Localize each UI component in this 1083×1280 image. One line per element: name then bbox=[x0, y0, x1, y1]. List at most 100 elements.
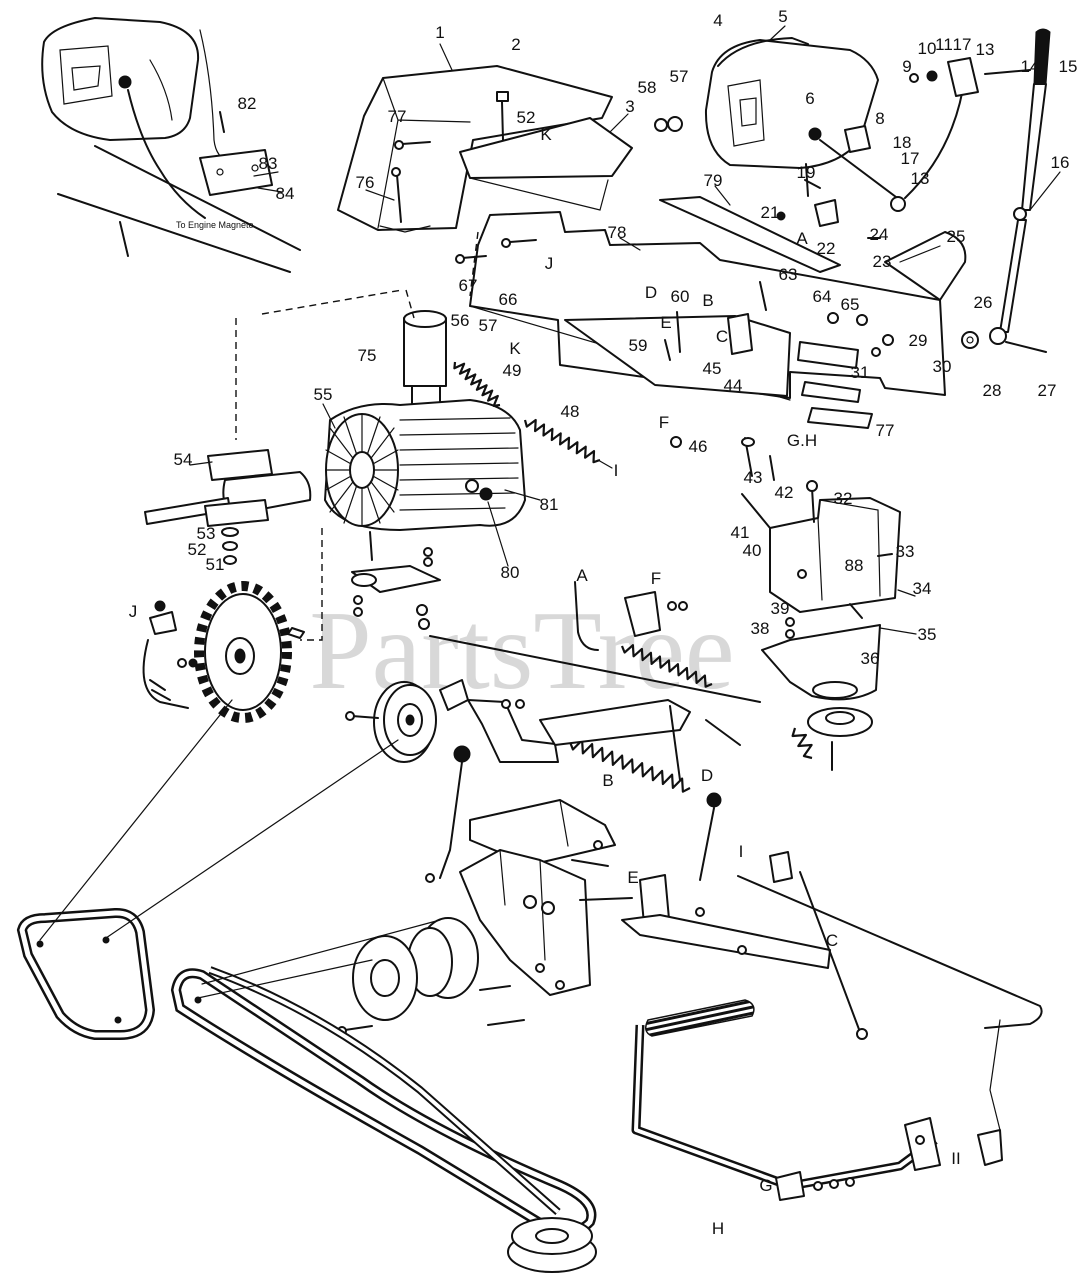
lower-brackets bbox=[459, 799, 1043, 1040]
dash-panel bbox=[337, 65, 683, 233]
callout-a: A bbox=[796, 229, 808, 248]
callout-a: A bbox=[576, 566, 588, 585]
callout-29: 29 bbox=[909, 331, 928, 350]
callout-53: 53 bbox=[197, 524, 216, 543]
callout-labels: 1 2 3 4 5 6 8 9 10 11 17 13 14 15 16 17 … bbox=[129, 7, 1078, 1238]
callout-81: 81 bbox=[540, 495, 559, 514]
callout-76: 76 bbox=[356, 173, 375, 192]
callout-78: 78 bbox=[608, 223, 627, 242]
callout-d: D bbox=[701, 766, 713, 785]
callout-59: 59 bbox=[629, 336, 648, 355]
callout-23: 23 bbox=[873, 252, 892, 271]
callout-13: 13 bbox=[911, 169, 930, 188]
callout-77: 77 bbox=[388, 107, 407, 126]
callout-63: 63 bbox=[779, 265, 798, 284]
callout-82: 82 bbox=[238, 94, 257, 113]
callout-i: I bbox=[739, 842, 744, 861]
callout-51: 51 bbox=[206, 555, 225, 574]
watermark-text: PartsTree bbox=[309, 589, 734, 713]
callout-67: 67 bbox=[459, 276, 478, 295]
callout-13: 13 bbox=[976, 40, 995, 59]
callout-28: 28 bbox=[983, 381, 1002, 400]
callout-83: 83 bbox=[259, 154, 278, 173]
callout-c: C bbox=[716, 327, 728, 346]
callout-g: G bbox=[759, 1176, 772, 1195]
callout-79: 79 bbox=[704, 171, 723, 190]
drive-belts bbox=[16, 699, 597, 1273]
callout-35: 35 bbox=[918, 625, 937, 644]
double-pulley bbox=[337, 917, 479, 1036]
callout-27: 27 bbox=[1038, 381, 1057, 400]
callout-8: 8 bbox=[875, 109, 884, 128]
leader-lines bbox=[189, 25, 1061, 635]
callout-11: 11 bbox=[935, 35, 953, 54]
callout-k: K bbox=[509, 339, 521, 358]
callout-64: 64 bbox=[813, 287, 832, 306]
clutch-linkage bbox=[416, 581, 761, 883]
callout-80: 80 bbox=[501, 563, 520, 582]
callout-75: 75 bbox=[358, 346, 377, 365]
callout-5: 5 bbox=[778, 7, 787, 26]
spring-right bbox=[791, 727, 813, 760]
callout-77: 77 bbox=[876, 421, 895, 440]
callout-4: 4 bbox=[713, 11, 722, 30]
callout-f: F bbox=[651, 569, 661, 588]
callout-48: 48 bbox=[561, 402, 580, 421]
callout-88: 88 bbox=[845, 556, 864, 575]
callout-42: 42 bbox=[775, 483, 794, 502]
callout-65: 65 bbox=[841, 295, 860, 314]
callout-56: 56 bbox=[451, 311, 470, 330]
callout-2: 2 bbox=[511, 35, 520, 54]
control-frame bbox=[455, 196, 967, 448]
callout-g-h: G.H bbox=[787, 431, 817, 450]
callout-32: 32 bbox=[834, 489, 853, 508]
pedal-bracket bbox=[741, 437, 901, 771]
callout-39: 39 bbox=[771, 599, 790, 618]
callout-b: B bbox=[602, 771, 613, 790]
callout-58: 58 bbox=[638, 78, 657, 97]
callout-66: 66 bbox=[499, 290, 518, 309]
callout-21: 21 bbox=[761, 203, 780, 222]
callout-38: 38 bbox=[751, 619, 770, 638]
callout-10: 10 bbox=[918, 39, 937, 58]
callout-52: 52 bbox=[188, 540, 207, 559]
callout-33: 33 bbox=[896, 542, 915, 561]
callout-9: 9 bbox=[902, 57, 911, 76]
callout-6: 6 bbox=[805, 89, 814, 108]
spring-48 bbox=[523, 418, 601, 464]
steering-cowl bbox=[704, 37, 1031, 239]
callout-22: 22 bbox=[817, 239, 836, 258]
callout-ii: II bbox=[951, 1149, 960, 1168]
callout-15: 15 bbox=[1059, 57, 1078, 76]
callout-e: E bbox=[627, 868, 638, 887]
callout-i: I bbox=[614, 461, 619, 480]
callout-60: 60 bbox=[671, 287, 690, 306]
drive-pulley-gear bbox=[142, 581, 305, 723]
callout-j: J bbox=[129, 602, 138, 621]
callout-40: 40 bbox=[743, 541, 762, 560]
callout-84: 84 bbox=[276, 184, 295, 203]
callout-f: F bbox=[659, 413, 669, 432]
callout-17: 17 bbox=[901, 149, 920, 168]
callout-57: 57 bbox=[670, 67, 689, 86]
callout-52: 52 bbox=[517, 108, 536, 127]
spring-49 bbox=[453, 361, 501, 407]
spring-lower bbox=[568, 739, 691, 793]
callout-49: 49 bbox=[503, 361, 522, 380]
callout-17: 17 bbox=[953, 35, 972, 54]
callout-36: 36 bbox=[861, 649, 880, 668]
callout-46: 46 bbox=[689, 437, 708, 456]
transaxle bbox=[144, 310, 526, 617]
callout-45: 45 bbox=[703, 359, 722, 378]
callout-18: 18 bbox=[893, 133, 912, 152]
callout-55: 55 bbox=[314, 385, 333, 404]
callout-30: 30 bbox=[933, 357, 952, 376]
engine-cover-inset: To Engine Magneto bbox=[41, 17, 301, 273]
callout-54: 54 bbox=[174, 450, 193, 469]
callout-26: 26 bbox=[974, 293, 993, 312]
engine-magneto-note: To Engine Magneto bbox=[176, 220, 254, 230]
callout-41: 41 bbox=[731, 523, 750, 542]
callout-c: C bbox=[826, 931, 838, 950]
callout-j: J bbox=[545, 254, 554, 273]
